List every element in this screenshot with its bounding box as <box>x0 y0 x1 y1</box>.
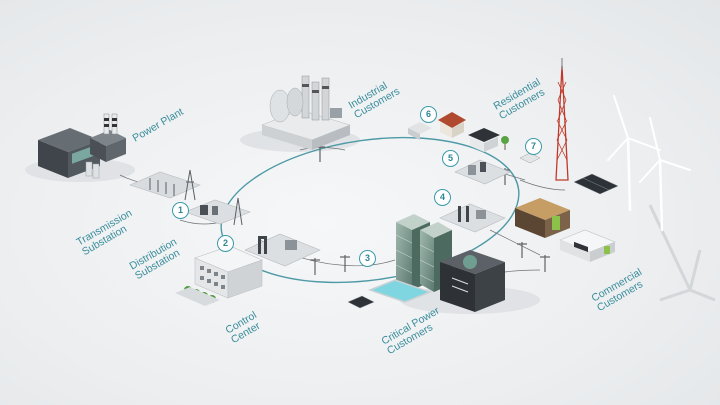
data-center-building <box>440 250 505 312</box>
badge-4: 4 <box>434 189 451 206</box>
residential-houses <box>408 112 509 152</box>
badge-6: 6 <box>420 106 437 123</box>
commercial-buildings <box>515 198 616 262</box>
industrial-plant <box>261 75 351 150</box>
power-plant <box>38 113 126 179</box>
badge-7: 7 <box>525 138 542 155</box>
solar-panels <box>347 173 619 309</box>
badge-3: 3 <box>359 250 376 267</box>
substation-2 <box>244 233 321 267</box>
critical-towers <box>367 214 452 303</box>
cell-tower <box>555 58 569 181</box>
substation-1 <box>184 197 251 226</box>
ev-car <box>519 152 541 164</box>
control-center <box>175 245 263 306</box>
badge-2: 2 <box>217 235 234 252</box>
distribution-ring <box>220 136 520 284</box>
transmission-substation <box>129 169 201 201</box>
substation-4 <box>439 203 506 233</box>
badge-5: 5 <box>442 150 459 167</box>
turbine-shadows <box>648 204 716 302</box>
substation-5 <box>454 159 511 185</box>
badge-1: 1 <box>172 202 189 219</box>
wind-turbines <box>607 95 691 232</box>
